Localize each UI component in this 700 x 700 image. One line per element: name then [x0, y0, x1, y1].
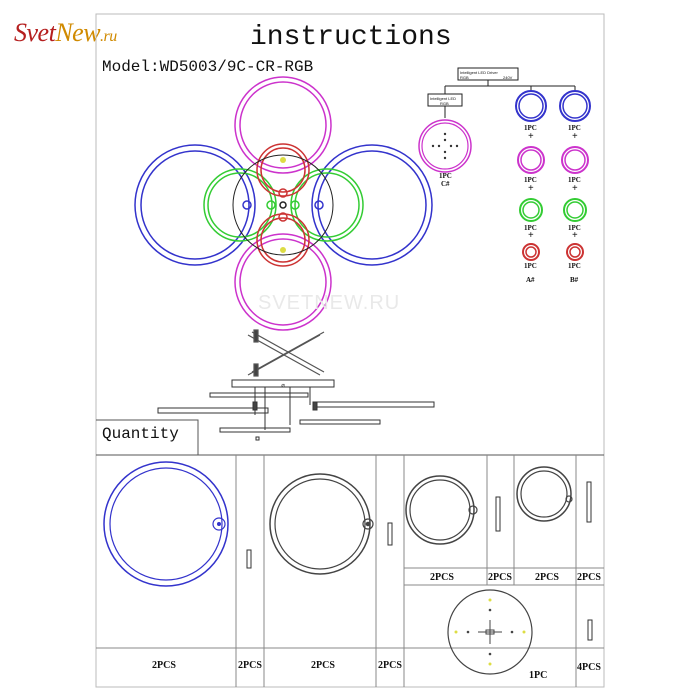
remote-rgb: RGB — [440, 101, 449, 106]
part-mid-ring — [269, 473, 374, 575]
part-xs-rod — [586, 481, 592, 523]
b-count-4: 1PC — [568, 262, 581, 270]
driver-label: Intelligent LED Driver — [460, 70, 498, 75]
qty-xs-ring: 2PCS — [535, 572, 559, 583]
part-small-rod — [495, 496, 501, 532]
brand-part3: .ru — [100, 28, 117, 45]
part-base-dots — [454, 598, 526, 666]
b-code: B# — [570, 276, 579, 284]
model-number: Model:WD5003/9C-CR-RGB — [102, 58, 314, 76]
b-count-3: 1PC — [568, 224, 581, 232]
remote-label: Intelligent LED — [430, 96, 457, 101]
driver-rgb: RGB — [460, 75, 469, 80]
b-count-2: 1PC — [568, 176, 581, 184]
b-plus-3: + — [572, 230, 578, 241]
qty-small-ring: 2PCS — [430, 572, 454, 583]
b-plus-2: + — [572, 183, 578, 194]
part-small-ring — [405, 475, 478, 545]
qty-xs-rod: 2PCS — [577, 572, 601, 583]
cross-bracket — [247, 329, 325, 377]
b-plus-1: + — [572, 131, 578, 142]
frame — [95, 13, 605, 688]
qty-large-rod: 2PCS — [238, 660, 262, 671]
wiring-diagram — [418, 67, 591, 261]
c-plate-dots — [431, 132, 459, 160]
part-large-ring — [103, 461, 229, 587]
a-count-3: 1PC — [524, 224, 537, 232]
part-mid-rod — [387, 522, 393, 546]
qty-small-rod: 2PCS — [488, 572, 512, 583]
qty-mid-rod: 2PCS — [378, 660, 402, 671]
c-code: C# — [441, 180, 450, 188]
b-count-1: 1PC — [568, 124, 581, 132]
c-count: 1PC — [439, 172, 452, 180]
part-large-rod — [246, 549, 252, 569]
a-count-4: 1PC — [524, 262, 537, 270]
part-screws — [587, 619, 593, 641]
watermark: SVETNEW.RU — [258, 292, 401, 314]
qty-screws: 4PCS — [577, 662, 601, 673]
qty-mid-ring: 2PCS — [311, 660, 335, 671]
quantity-heading: Quantity — [102, 425, 179, 443]
parts-grid — [96, 455, 604, 687]
quantity-box — [96, 419, 199, 455]
driver-voltage: 240V — [503, 75, 513, 80]
brand-part2: New — [55, 18, 101, 47]
a-count-1: 1PC — [524, 124, 537, 132]
lamp-side-view: ⌀ — [157, 379, 435, 441]
svg-text:⌀: ⌀ — [281, 383, 285, 389]
page-title: instructions — [250, 22, 452, 53]
a-plus-3: + — [528, 230, 534, 241]
part-base-holes — [466, 608, 514, 656]
qty-large-ring: 2PCS — [152, 660, 176, 671]
lamp-top-view — [134, 76, 433, 331]
brand-part1: Svet — [14, 18, 56, 47]
a-count-2: 1PC — [524, 176, 537, 184]
qty-base: 1PC — [529, 670, 548, 681]
a-plus-1: + — [528, 131, 534, 142]
a-plus-2: + — [528, 183, 534, 194]
a-code: A# — [526, 276, 535, 284]
part-xs-ring — [516, 466, 573, 522]
part-base — [447, 589, 533, 675]
brand-logo: SvetNew.ru — [14, 18, 117, 48]
